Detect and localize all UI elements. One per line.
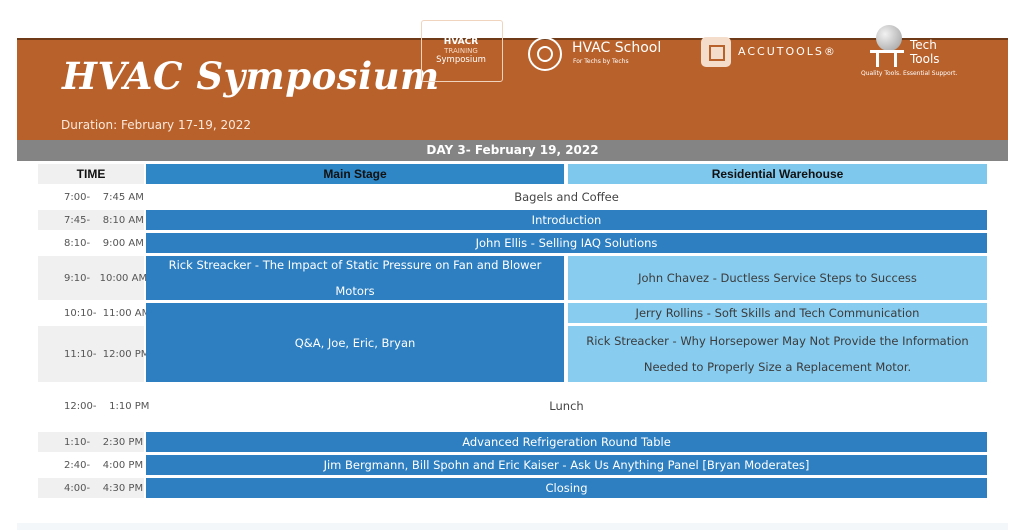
session-introduction: Introduction [146,210,987,230]
session-bagels: Bagels and Coffee [514,190,619,204]
session-closing: Closing [146,478,987,498]
time-slot: 2:40- 4:00 PM [64,459,144,471]
time-slot: 7:45- 8:10 AM [38,210,144,230]
accutools-logo-icon [701,37,731,67]
main-stage-column-header: Main Stage [146,164,564,184]
hvacr-logo-line3: Symposium [436,55,486,65]
session-streacker-static: Rick Streacker - The Impact of Static Pr… [146,256,564,300]
session-rollins: Jerry Rollins - Soft Skills and Tech Com… [568,303,987,323]
trutech-name: Tru Tech Tools [910,24,940,66]
page-title: HVAC Symposium [62,54,440,98]
session-panel: Jim Bergmann, Bill Spohn and Eric Kaiser… [146,455,987,475]
warehouse-column-header: Residential Warehouse [568,164,987,184]
session-ellis: John Ellis - Selling IAQ Solutions [146,233,987,253]
header-banner: HVAC Symposium Duration: February 17-19,… [17,38,1008,140]
session-refrigeration: Advanced Refrigeration Round Table [146,432,987,452]
session-streacker-horsepower: Rick Streacker - Why Horsepower May Not … [568,326,987,382]
hvac-school-tagline: For Techs by Techs [573,58,629,65]
time-slot: 9:10- 10:00 AM [38,256,147,300]
trutech-globe-icon [876,25,902,51]
time-slot: 11:10- 12:00 PM [38,326,149,382]
trutech-stand-icon [870,50,904,69]
hvacr-logo-text: HVACR TRAINING Symposium [426,38,496,65]
accutools-name: ACCUTOOLS® [738,45,837,58]
hvacr-logo-line1: HVACR [443,37,479,47]
session-qa: Q&A, Joe, Eric, Bryan [146,303,564,382]
time-slot: 1:10- 2:30 PM [38,432,144,452]
session-lunch: Lunch [549,399,584,413]
time-slot: 7:00- 7:45 AM [64,191,144,203]
time-slot: 4:00- 4:30 PM [38,478,144,498]
day-heading: DAY 3- February 19, 2022 [17,140,1008,161]
trutech-tagline: Quality Tools. Essential Support. [861,70,958,77]
hvac-school-logo-icon [528,37,562,71]
time-column-header: TIME [38,164,144,184]
session-chavez: John Chavez - Ductless Service Steps to … [568,256,987,300]
footer-strip [17,523,1008,530]
time-slot: 10:10- 11:00 AM [64,307,151,319]
time-slot: 12:00- 1:10 PM [64,400,150,412]
hvac-school-name: HVAC School [572,40,662,56]
time-slot: 8:10- 9:00 AM [64,237,144,249]
hvacr-symposium-logo [421,20,503,82]
hvacr-logo-line2: TRAINING [444,47,478,55]
event-duration: Duration: February 17-19, 2022 [61,118,252,132]
